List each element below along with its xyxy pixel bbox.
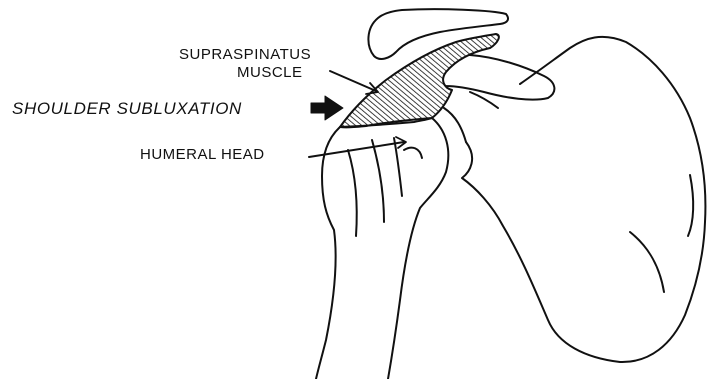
humeral-head-label: HUMERAL HEAD [140, 146, 265, 163]
scapula-inner-edge [688, 175, 693, 236]
scapula-inner-fold [630, 232, 664, 292]
humeral-head-curve [404, 148, 422, 158]
supraspinatus-label-line2: MUSCLE [237, 64, 303, 81]
shoulder-subluxation-label: SHOULDER SUBLUXATION [12, 99, 242, 119]
scapula-outline [462, 37, 705, 362]
supraspinatus-label-line1: SUPRASPINATUS [179, 46, 311, 63]
humerus-ridge-1 [348, 150, 357, 236]
glenoid-outline [444, 108, 466, 142]
humerus-ridge-2 [372, 140, 384, 222]
humerus-outline [316, 127, 340, 379]
subluxation-arrow [311, 96, 343, 120]
supraspinatus-muscle [340, 34, 499, 127]
humeral-head-pointer [309, 142, 404, 157]
supraspinatus-pointer [330, 71, 376, 91]
